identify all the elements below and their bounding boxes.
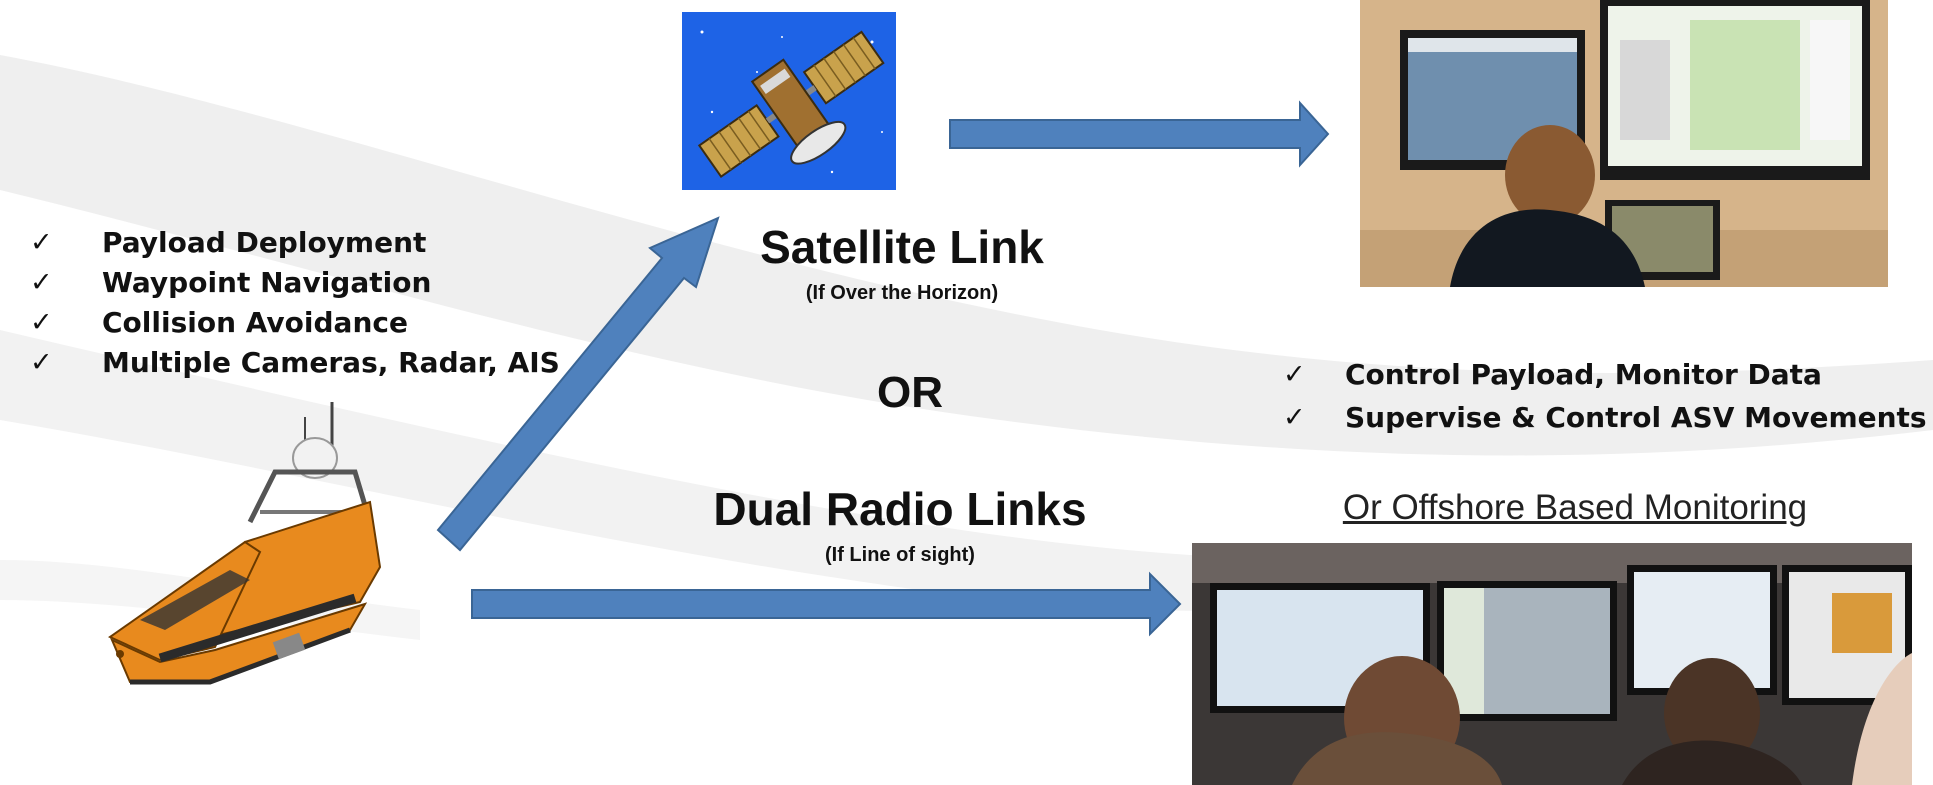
asv-boat-illustration: [108, 402, 382, 685]
check-icon: ✓: [1283, 359, 1306, 390]
check-icon: ✓: [30, 226, 53, 258]
check-icon: ✓: [30, 306, 53, 338]
capability-label: Waypoint Navigation: [102, 265, 432, 299]
offshore-monitoring-photo: [1192, 543, 1912, 785]
asv-to-offshore-arrow: [471, 571, 1182, 637]
list-item: ✓ Waypoint Navigation: [30, 262, 560, 302]
capability-label: Collision Avoidance: [102, 305, 408, 339]
or-label: OR: [877, 368, 943, 417]
capability-label: Payload Deployment: [102, 225, 427, 259]
list-item: ✓ Supervise & Control ASV Movements: [1283, 396, 1927, 439]
list-item: ✓ Collision Avoidance: [30, 302, 560, 342]
offshore-monitoring-label: Or Offshore Based Monitoring: [1342, 488, 1808, 527]
satellite-illustration: [682, 12, 896, 190]
asv-to-satellite-arrow: [436, 216, 720, 552]
satellite-link-subtitle: (If Over the Horizon): [805, 282, 999, 304]
check-icon: ✓: [30, 266, 53, 298]
check-icon: ✓: [30, 346, 53, 378]
radio-link-title: Dual Radio Links: [713, 483, 1087, 535]
capability-label: Control Payload, Monitor Data: [1345, 358, 1822, 391]
satellite-to-control-arrow: [949, 100, 1330, 168]
list-item: ✓ Control Payload, Monitor Data: [1283, 353, 1927, 396]
list-item: ✓ Multiple Cameras, Radar, AIS: [30, 342, 560, 382]
check-icon: ✓: [1283, 402, 1306, 433]
capability-label: Supervise & Control ASV Movements: [1345, 401, 1927, 434]
control-capabilities-list: ✓ Control Payload, Monitor Data ✓ Supervis…: [1283, 353, 1927, 439]
asv-capabilities-list: ✓ Payload Deployment ✓ Waypoint Navigation…: [30, 222, 560, 382]
capability-label: Multiple Cameras, Radar, AIS: [102, 345, 560, 379]
satellite-link-title: Satellite Link: [760, 221, 1044, 273]
list-item: ✓ Payload Deployment: [30, 222, 560, 262]
control-room-photo: [1360, 0, 1888, 287]
radio-link-subtitle: (If Line of sight): [825, 544, 975, 566]
